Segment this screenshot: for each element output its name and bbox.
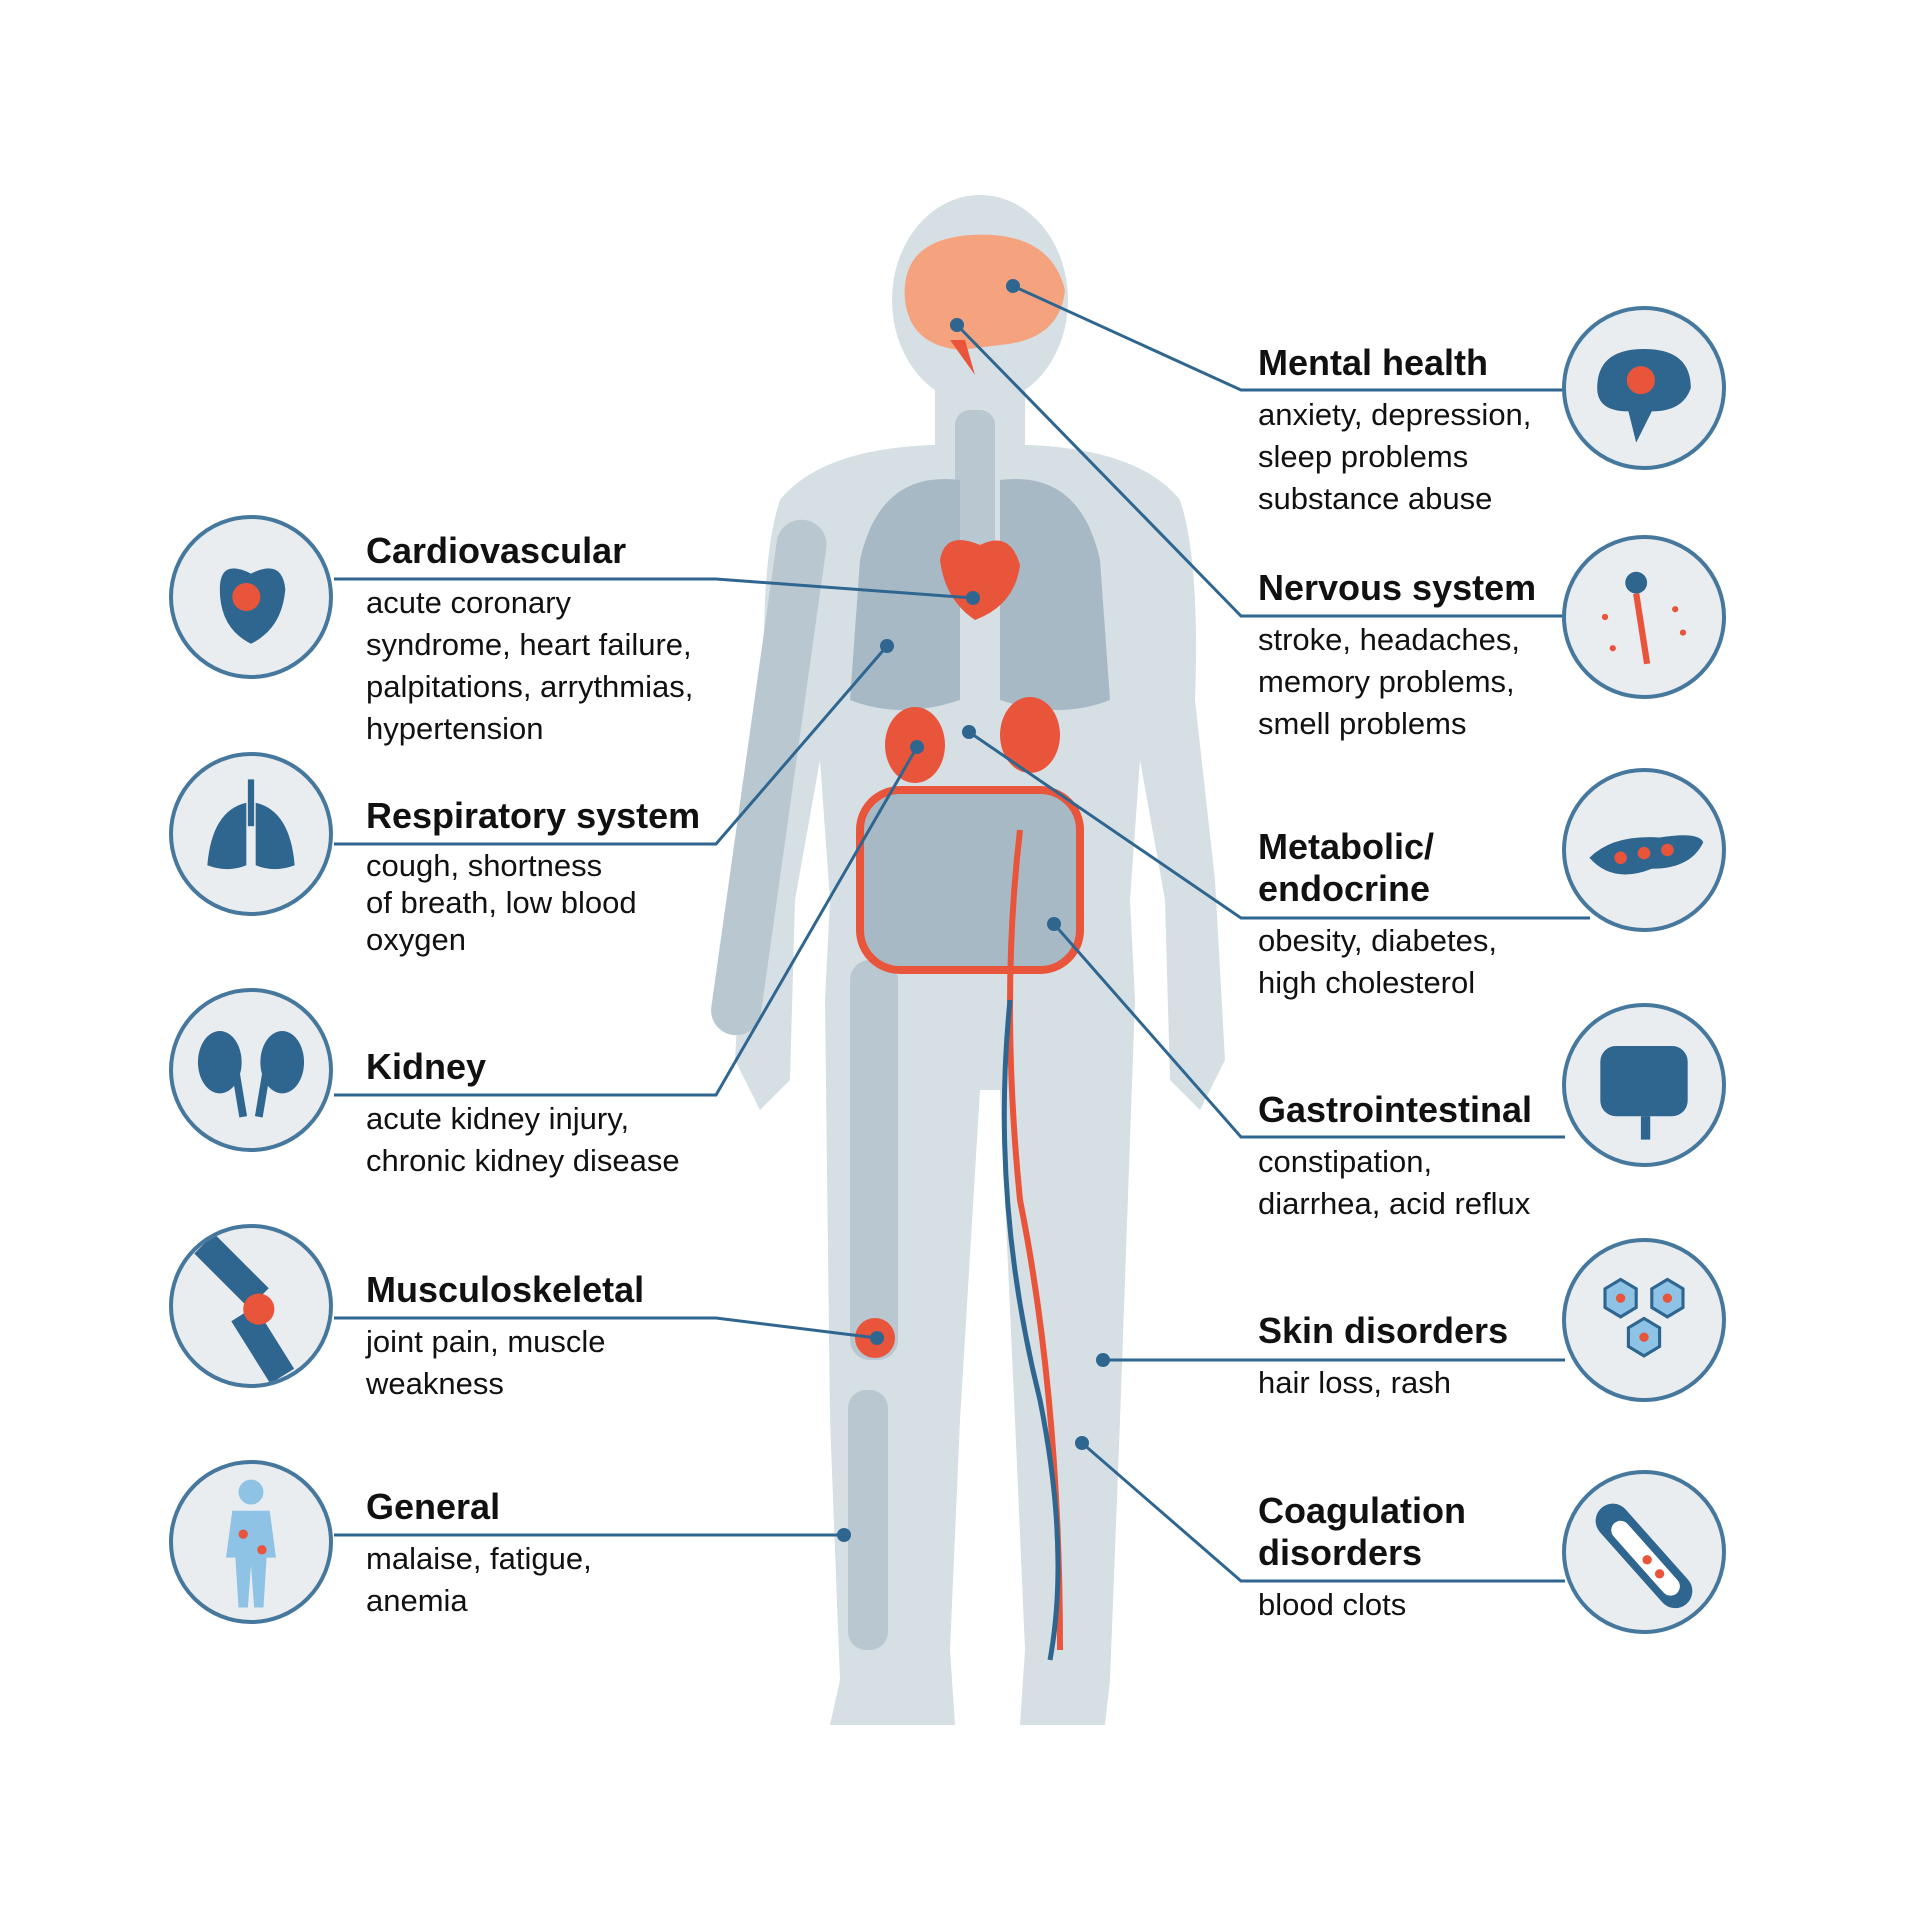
desc-line: palpitations, arrythmias, bbox=[366, 669, 694, 704]
intestines bbox=[856, 786, 1084, 974]
desc-line: constipation, bbox=[1258, 1144, 1433, 1179]
desc-line: hypertension bbox=[366, 711, 544, 746]
label-description: obesity, diabetes, high cholesterol bbox=[1258, 920, 1497, 1004]
label-skin-disorders: Skin disorders hair loss, rash bbox=[1258, 1310, 1508, 1404]
body-icon bbox=[169, 1460, 333, 1624]
desc-line: of breath, low blood bbox=[366, 885, 637, 920]
brain-icon bbox=[1562, 306, 1726, 470]
title-line: endocrine bbox=[1258, 868, 1431, 909]
label-description: hair loss, rash bbox=[1258, 1362, 1508, 1404]
desc-line: diarrhea, acid reflux bbox=[1258, 1186, 1531, 1221]
kidney-right bbox=[1000, 697, 1060, 773]
label-cardiovascular: Cardiovascular acute coronary syndrome, h… bbox=[366, 530, 693, 750]
desc-line: hair loss, rash bbox=[1258, 1365, 1451, 1400]
brain bbox=[904, 234, 1065, 350]
desc-line: malaise, fatigue, bbox=[366, 1541, 592, 1576]
desc-line: weakness bbox=[366, 1366, 504, 1401]
label-description: blood clots bbox=[1258, 1584, 1466, 1626]
pancreas-icon bbox=[1562, 768, 1726, 932]
kidneys-icon bbox=[169, 988, 333, 1152]
title-line: Coagulation bbox=[1258, 1490, 1466, 1531]
desc-line: chronic kidney disease bbox=[366, 1143, 680, 1178]
desc-line: obesity, diabetes, bbox=[1258, 923, 1497, 958]
heart bbox=[940, 540, 1020, 620]
skeleton bbox=[711, 410, 995, 1650]
title-line: Metabolic/ bbox=[1258, 826, 1435, 867]
label-title: Cardiovascular bbox=[366, 530, 627, 571]
label-description: anxiety, depression, sleep problems substa… bbox=[1258, 394, 1531, 520]
blood-vessel-icon bbox=[1562, 1470, 1726, 1634]
desc-line: acute kidney injury, bbox=[366, 1101, 630, 1136]
desc-line: blood clots bbox=[1258, 1587, 1407, 1622]
desc-line: anxiety, depression, bbox=[1258, 397, 1532, 432]
label-general: General malaise, fatigue, anemia bbox=[366, 1486, 592, 1622]
lungs bbox=[850, 479, 1110, 710]
label-title: Kidney bbox=[366, 1046, 487, 1087]
desc-line: substance abuse bbox=[1258, 481, 1493, 516]
label-title: Gastrointestinal bbox=[1258, 1089, 1533, 1130]
intestine-icon bbox=[1562, 1003, 1726, 1167]
label-gastrointestinal: Gastrointestinal constipation, diarrhea, … bbox=[1258, 1089, 1532, 1225]
desc-line: joint pain, muscle bbox=[366, 1324, 606, 1359]
desc-line: stroke, headaches, bbox=[1258, 622, 1520, 657]
desc-line: acute coronary bbox=[366, 585, 572, 620]
skin-cells-icon bbox=[1562, 1238, 1726, 1402]
vein bbox=[1001, 999, 1061, 1661]
label-description: joint pain, muscle weakness bbox=[366, 1321, 644, 1405]
desc-line: high cholesterol bbox=[1258, 965, 1476, 1000]
label-description: malaise, fatigue, anemia bbox=[366, 1538, 592, 1622]
neuron-icon bbox=[1562, 535, 1726, 699]
label-title: Mental health bbox=[1258, 342, 1489, 383]
lungs-icon bbox=[169, 752, 333, 916]
label-title: General bbox=[366, 1486, 501, 1527]
label-metabolic-endocrine: Metabolic/endocrine obesity, diabetes, hi… bbox=[1258, 826, 1497, 1004]
heart-icon bbox=[169, 515, 333, 679]
label-description: acute coronary syndrome, heart failure, pa… bbox=[366, 582, 693, 750]
organ-markers bbox=[837, 279, 1110, 1542]
label-title: Metabolic/endocrine bbox=[1258, 826, 1497, 910]
label-title: Respiratory system bbox=[366, 795, 701, 836]
label-title: Skin disorders bbox=[1258, 1310, 1509, 1351]
label-musculoskeletal: Musculoskeletal joint pain, muscle weakne… bbox=[366, 1269, 644, 1405]
desc-line: sleep problems bbox=[1258, 439, 1469, 474]
desc-line: smell problems bbox=[1258, 706, 1467, 741]
label-description: constipation, diarrhea, acid reflux bbox=[1258, 1141, 1532, 1225]
label-description: stroke, headaches, memory problems, smell … bbox=[1258, 619, 1536, 745]
brainstem bbox=[950, 340, 975, 375]
label-title: Nervous system bbox=[1258, 567, 1537, 608]
desc-line: oxygen bbox=[366, 922, 466, 957]
label-description: acute kidney injury, chronic kidney disea… bbox=[366, 1098, 680, 1182]
knee-joint-icon bbox=[169, 1224, 333, 1388]
desc-line: cough, shortness bbox=[366, 848, 603, 883]
desc-line: syndrome, heart failure, bbox=[366, 627, 692, 662]
label-kidney: Kidney acute kidney injury, chronic kidne… bbox=[366, 1046, 680, 1182]
label-mental-health: Mental health anxiety, depression, sleep … bbox=[1258, 342, 1531, 520]
label-nervous-system: Nervous system stroke, headaches, memory … bbox=[1258, 567, 1536, 745]
title-line: disorders bbox=[1258, 1532, 1423, 1573]
leader-lines bbox=[334, 284, 1590, 1583]
desc-line: memory problems, bbox=[1258, 664, 1515, 699]
label-title: Musculoskeletal bbox=[366, 1269, 645, 1310]
desc-line: anemia bbox=[366, 1583, 468, 1618]
